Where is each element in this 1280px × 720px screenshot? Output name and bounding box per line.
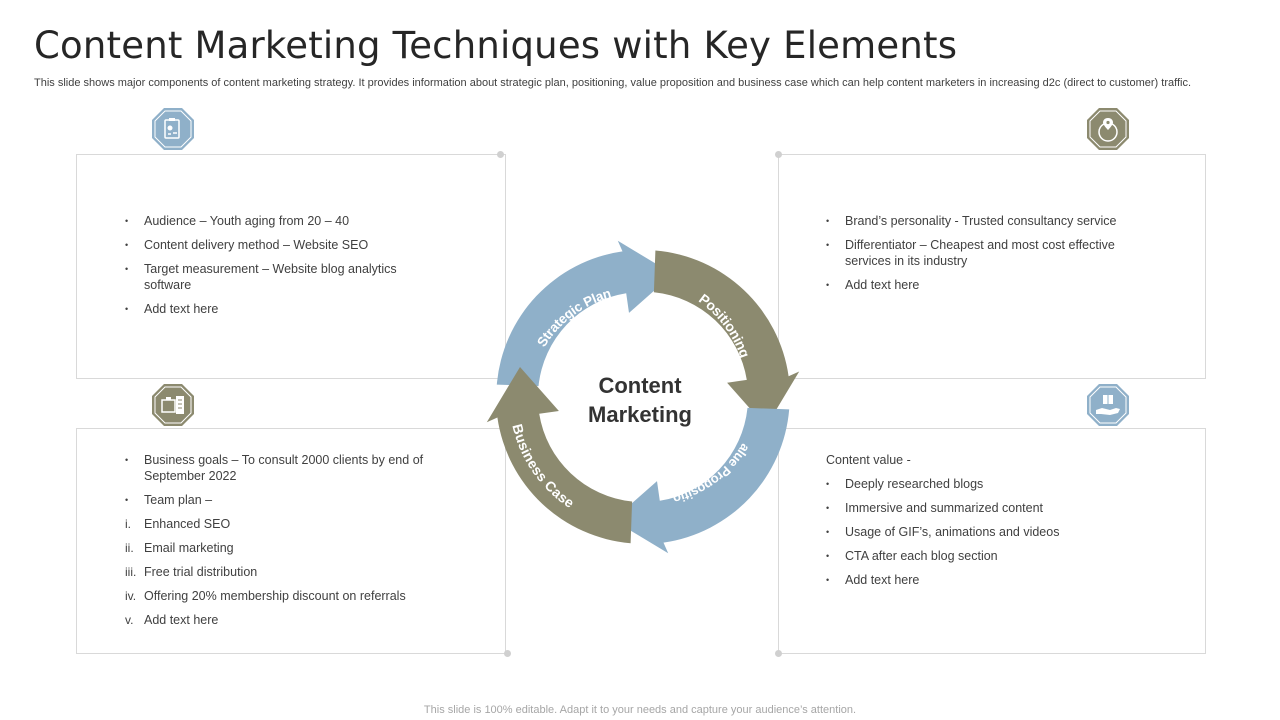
location-target-icon — [1087, 108, 1129, 150]
list-item-text: Free trial distribution — [144, 565, 258, 579]
content-value-intro: Content value - — [826, 453, 911, 467]
list-item: • Team plan – — [125, 492, 435, 508]
list-item: ii. Email marketing — [125, 540, 435, 556]
panel-bottom-left — [76, 428, 506, 654]
list-item-text: Business goals – To consult 2000 clients… — [144, 453, 424, 483]
list-item-text: Offering 20% membership discount on refe… — [144, 589, 406, 603]
connector-dot — [497, 151, 504, 158]
list-item: Target measurement – Website blog analyt… — [125, 261, 425, 293]
list-item: Add text here — [826, 572, 1146, 588]
list-item: i. Enhanced SEO — [125, 516, 435, 532]
panel-bottom-right — [778, 428, 1206, 654]
business-case-icon — [152, 384, 194, 426]
list-item: Deeply researched blogs — [826, 476, 1146, 492]
list-item: Immersive and summarized content — [826, 500, 1146, 516]
list-item: • Business goals – To consult 2000 client… — [125, 452, 435, 484]
top-right-list: Brand’s personality - Trusted consultanc… — [826, 213, 1146, 301]
list-item: Brand’s personality - Trusted consultanc… — [826, 213, 1146, 229]
list-item: Usage of GIF’s, animations and videos — [826, 524, 1146, 540]
list-item-text: Email marketing — [144, 541, 234, 555]
page-subtitle: This slide shows major components of con… — [34, 77, 1192, 89]
top-left-list: Audience – Youth aging from 20 – 40 Cont… — [125, 213, 425, 325]
cycle-center-line2: Marketing — [588, 402, 692, 427]
list-item: Content delivery method – Website SEO — [125, 237, 425, 253]
list-marker: iii. — [125, 565, 137, 579]
segment-value-proposition — [613, 407, 790, 554]
cycle-diagram: Strategic Plan Positioning Value Proposi… — [478, 232, 800, 554]
list-item: Add text here — [125, 301, 425, 317]
segment-business-case — [486, 367, 633, 544]
connector-dot — [775, 650, 782, 657]
list-item: Audience – Youth aging from 20 – 40 — [125, 213, 425, 229]
list-marker: • — [125, 455, 129, 465]
list-marker: • — [125, 495, 129, 505]
connector-dot — [775, 151, 782, 158]
footer-note: This slide is 100% editable. Adapt it to… — [423, 704, 857, 716]
list-marker: iv. — [125, 589, 137, 603]
list-item-text: Team plan – — [144, 493, 213, 507]
strategy-icon — [152, 108, 194, 150]
cycle-center-line1: Content — [598, 373, 682, 398]
bottom-right-block: Content value - Deeply researched blogs … — [826, 452, 1146, 596]
list-marker: ii. — [125, 541, 134, 555]
list-marker: v. — [125, 613, 134, 627]
segment-positioning — [653, 250, 800, 427]
list-item: iii. Free trial distribution — [125, 564, 435, 580]
list-item-text: Add text here — [144, 613, 219, 627]
list-item: CTA after each blog section — [826, 548, 1146, 564]
list-item: v. Add text here — [125, 612, 435, 628]
list-item: Add text here — [826, 277, 1146, 293]
page-title: Content Marketing Techniques with Key El… — [34, 24, 958, 67]
bottom-left-list: • Business goals – To consult 2000 client… — [125, 452, 435, 636]
value-hand-icon — [1087, 384, 1129, 426]
list-item: Differentiator – Cheapest and most cost … — [826, 237, 1146, 269]
list-marker: i. — [125, 517, 131, 531]
bottom-right-list: Deeply researched blogs Immersive and su… — [826, 476, 1146, 588]
segment-strategic-plan — [496, 240, 673, 387]
list-item-text: Enhanced SEO — [144, 517, 231, 531]
list-item: iv. Offering 20% membership discount on r… — [125, 588, 435, 604]
connector-dot — [504, 650, 511, 657]
